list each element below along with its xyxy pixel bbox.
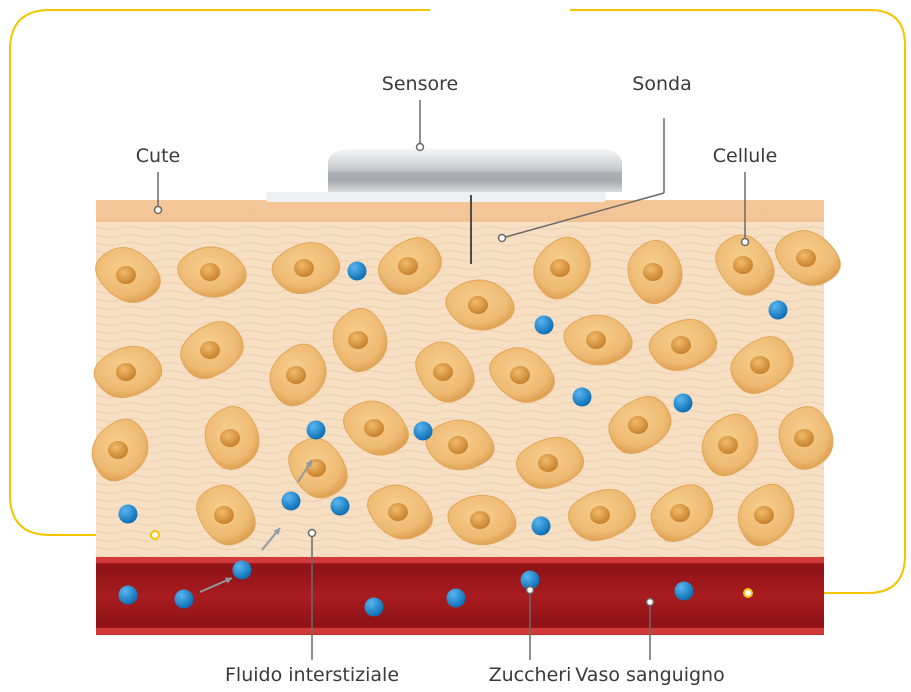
cell-nucleus <box>794 429 814 447</box>
cell-nucleus <box>220 429 240 447</box>
glucose-molecule <box>331 497 350 516</box>
cell-nucleus <box>200 341 220 359</box>
glucose-molecule <box>348 262 367 281</box>
cell-nucleus <box>643 263 663 281</box>
glucose-molecule <box>282 492 301 511</box>
cell-nucleus <box>286 366 306 384</box>
cell-nucleus <box>364 419 384 437</box>
cell-nucleus <box>754 506 774 524</box>
glucose-molecule <box>414 422 433 441</box>
glucose-molecule <box>119 586 138 605</box>
glucose-molecule <box>175 590 194 609</box>
cell-nucleus <box>718 436 738 454</box>
label-sensor: Sensore <box>382 73 458 95</box>
cell-nucleus <box>671 336 691 354</box>
glucose-molecule <box>233 561 252 580</box>
skin-surface <box>96 200 824 222</box>
cell-nucleus <box>108 441 128 459</box>
glucose-molecule <box>535 316 554 335</box>
glucose-molecule <box>674 394 693 413</box>
cell-nucleus <box>796 249 816 267</box>
cell-nucleus <box>468 296 488 314</box>
label-blood-vessel: Vaso sanguigno <box>575 664 724 686</box>
cell-nucleus <box>116 266 136 284</box>
cell-nucleus <box>538 454 558 472</box>
cell-nucleus <box>590 506 610 524</box>
cell-nucleus <box>200 263 220 281</box>
cell-nucleus <box>510 366 530 384</box>
cell-nucleus <box>586 331 606 349</box>
glucose-molecule <box>119 505 138 524</box>
label-probe: Sonda <box>632 73 691 95</box>
cell-nucleus <box>550 259 570 277</box>
cell-nucleus <box>214 506 234 524</box>
glucose-molecule <box>307 421 326 440</box>
glucose-molecule <box>769 301 788 320</box>
cell-nucleus <box>398 257 418 275</box>
cell-nucleus <box>733 256 753 274</box>
cell-nucleus <box>448 436 468 454</box>
glucose-molecule <box>675 582 694 601</box>
label-interstitial-fluid: Fluido interstiziale <box>225 664 399 686</box>
label-sugars: Zuccheri <box>489 664 572 686</box>
cell-nucleus <box>670 504 690 522</box>
glucose-molecule <box>532 517 551 536</box>
glucose-molecule <box>365 598 384 617</box>
cell-nucleus <box>388 503 408 521</box>
label-cells: Cellule <box>713 145 778 167</box>
cell-nucleus <box>750 356 770 374</box>
glucose-molecule <box>573 388 592 407</box>
cell-nucleus <box>348 331 368 349</box>
label-skin: Cute <box>136 145 180 167</box>
cell-nucleus <box>294 259 314 277</box>
cell-nucleus <box>470 511 490 529</box>
cell-nucleus <box>433 363 453 381</box>
glucose-molecule <box>447 589 466 608</box>
cell-nucleus <box>116 363 136 381</box>
cell-nucleus <box>628 416 648 434</box>
